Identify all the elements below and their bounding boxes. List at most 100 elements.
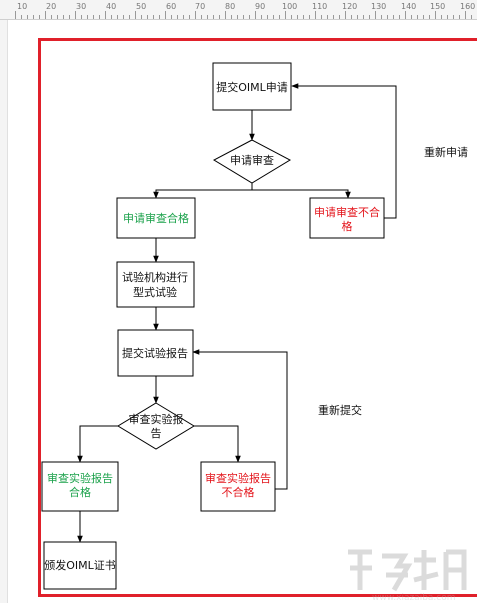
node-label: 颁发OIML证书 [44,558,116,572]
ruler-label: 60 [166,2,177,11]
node-label-line2: 不合格 [222,485,255,499]
ruler-label: 160 [460,2,476,11]
ruler-tick [273,15,274,19]
edge-label-reapply: 重新申请 [424,145,468,159]
ruler-tick [465,11,466,19]
ruler-label: 30 [76,2,87,11]
ruler-tick [201,15,202,19]
node-type-test[interactable]: 试验机构进行 型式试验 [116,261,195,308]
node-application-review[interactable]: 申请审查 [212,139,292,184]
node-label-line2: 格 [342,219,353,233]
ruler-tick [213,15,214,19]
ruler-tick [159,15,160,19]
ruler-tick [129,15,130,19]
edge-review-to-pass [153,183,253,199]
connectors [77,83,397,543]
ruler-tick [93,15,94,19]
ruler-tick [231,15,232,19]
node-label-line2: 型式试验 [133,285,177,299]
ruler-tick [285,11,286,19]
node-label: 提交试验报告 [122,346,188,360]
ruler-tick [33,15,34,19]
ruler-tick [423,15,424,19]
edge-label-resubmit: 重新提交 [318,403,362,417]
node-report-fail[interactable]: 审查实验报告 不合格 [200,461,276,512]
node-review-pass[interactable]: 申请审查合格 [116,197,196,239]
ruler-label: 140 [401,2,417,11]
ruler-label: 70 [195,2,206,11]
ruler-tick [417,15,418,19]
edge-reapply [291,83,397,219]
ruler-label: 90 [255,2,266,11]
ruler-tick [369,15,370,19]
ruler-tick [51,15,52,19]
ruler-tick [111,15,112,19]
ruler-tick [69,15,70,19]
ruler-tick [291,15,292,19]
ruler-tick [147,15,148,19]
top-ruler: 10 20 30 40 50 60 70 80 90 100 110 120 1… [0,0,477,20]
ruler-label: 20 [46,2,57,11]
page-frame [38,38,477,597]
ruler-label: 50 [136,2,147,11]
ruler-tick [207,15,208,19]
ruler-tick [267,15,268,19]
ruler-tick [315,11,316,19]
ruler-label: 130 [371,2,387,11]
ruler-tick [183,15,184,19]
ruler-tick [27,15,28,19]
ruler-label: 10 [17,2,28,11]
ruler-tick [219,15,220,19]
ruler-tick [135,11,136,19]
edge-report-review-to-fail [194,425,241,463]
node-review-fail[interactable]: 申请审查不合 格 [309,197,385,239]
ruler-tick [39,15,40,19]
ruler-tick [237,15,238,19]
ruler-tick [141,15,142,19]
ruler-label: 150 [430,2,446,11]
edge-report-review-to-pass [77,425,118,463]
ruler-tick [321,15,322,19]
node-report-pass[interactable]: 审查实验报告 合格 [41,461,119,512]
node-submit-report[interactable]: 提交试验报告 [117,329,194,377]
ruler-tick [387,15,388,19]
edge-resubmit [192,349,288,490]
ruler-tick [393,15,394,19]
ruler-tick [411,15,412,19]
ruler-label: 40 [106,2,117,11]
ruler-tick [357,15,358,19]
watermark-logo: www.xiazaiba.com [348,549,467,603]
ruler-tick [381,15,382,19]
ruler-tick [99,15,100,19]
node-label-line2: 告 [151,427,162,440]
ruler-tick [441,15,442,19]
ruler-tick [123,15,124,19]
ruler-tick [105,11,106,19]
ruler-tick [225,11,226,19]
ruler-tick [339,15,340,19]
ruler-tick [303,15,304,19]
ruler-tick [351,15,352,19]
node-report-review[interactable]: 审查实验报 告 [117,402,195,450]
node-label-line1: 审查实验报 [129,412,184,426]
ruler-tick [345,11,346,19]
ruler-tick [195,11,196,19]
ruler-tick [57,15,58,19]
ruler-tick [21,15,22,19]
ruler-tick [279,15,280,19]
ruler-tick [75,11,76,19]
ruler-label: 80 [225,2,236,11]
ruler-tick [81,15,82,19]
node-issue-certificate[interactable]: 颁发OIML证书 [43,541,117,590]
ruler-tick [375,11,376,19]
ruler-tick [471,15,472,19]
node-label: 申请审查 [230,153,274,167]
node-label-line1: 试验机构进行 [122,270,188,284]
node-submit-application[interactable]: 提交OIML申请 [212,62,292,111]
ruler-tick [435,11,436,19]
ruler-tick [249,15,250,19]
watermark-url: www.xiazaiba.com [372,593,456,603]
ruler-tick [45,11,46,19]
ruler-tick [309,15,310,19]
ruler-tick [399,15,400,19]
